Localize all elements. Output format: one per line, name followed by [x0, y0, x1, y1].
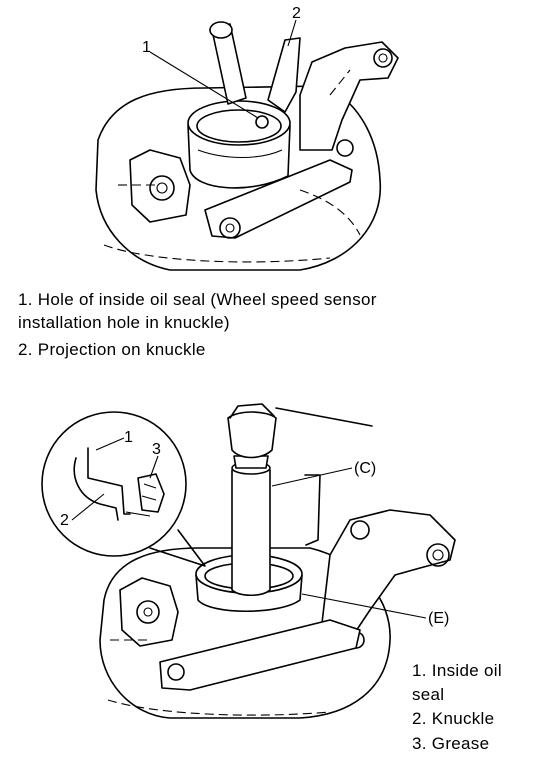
left-mount-bolt — [149, 175, 175, 201]
steering-arm-bolt-core — [432, 549, 444, 561]
callout-detail-3: 3 — [152, 441, 161, 458]
sensor-hole — [255, 115, 269, 129]
fig1-legend-line-3: 2. Projection on knuckle — [18, 340, 206, 359]
lower-right-bolt — [336, 139, 354, 157]
bar-shaft — [275, 407, 373, 427]
callout-1: 1 — [142, 39, 151, 56]
knuckle-hidden-line — [107, 699, 331, 716]
steering-arm — [299, 41, 399, 151]
lower-hidden-line — [299, 189, 361, 236]
hub-outline — [95, 85, 382, 271]
right-upper-projection — [304, 474, 321, 546]
arm-hidden-line — [329, 69, 351, 96]
lower-link-bolt — [219, 217, 241, 239]
detail-knuckle-section — [73, 457, 119, 521]
leader-2 — [287, 19, 297, 47]
knuckle-left-bolt — [136, 600, 160, 624]
fig2-legend-line-1: 1. Inside oil — [412, 661, 502, 680]
knuckle-left-mount — [119, 577, 179, 647]
leader-1 — [149, 51, 259, 119]
callout-detail-1: 1 — [124, 429, 133, 446]
knuckle-body — [99, 547, 391, 719]
detail-grease — [137, 473, 165, 513]
left-mount-bolt-core — [156, 182, 168, 194]
leader-d3 — [149, 455, 159, 479]
detail-grease-hatch — [141, 483, 157, 501]
knuckle-lower-link-bolt — [167, 663, 185, 681]
detail-pointer — [149, 529, 206, 567]
leader-c — [271, 467, 353, 487]
installer-tool-c — [231, 469, 271, 597]
bar-handle — [227, 411, 277, 459]
lower-link — [204, 159, 353, 239]
arm-upper-bolt — [350, 520, 370, 540]
leader-d2 — [71, 493, 105, 521]
steering-arm-bolt — [426, 543, 450, 567]
steering-arm-hole — [373, 48, 393, 68]
detail-seal-section — [87, 447, 131, 515]
upper-arm-end — [209, 21, 233, 39]
fig2-legend-line-2: seal — [412, 685, 445, 704]
knuckle-projection — [267, 37, 301, 113]
steering-arm-hole-core — [378, 53, 388, 63]
callout-c: (C) — [354, 460, 376, 477]
callout-e: (E) — [428, 610, 449, 627]
callout-2: 2 — [292, 5, 301, 22]
left-mount — [129, 149, 191, 223]
fig1-legend-line-1: 1. Hole of inside oil seal (Wheel speed … — [18, 290, 377, 309]
seal-bore-inner — [196, 109, 282, 143]
fig2-legend-line-4: 3. Grease — [412, 734, 490, 753]
knuckle-lower-link — [159, 619, 361, 691]
detail-base-line — [125, 511, 151, 517]
knuckle-left-bolt-core — [143, 607, 153, 617]
leader-e — [301, 593, 427, 619]
hub-hidden-line — [103, 244, 331, 263]
seal-bore-ring — [197, 149, 283, 159]
fig1-legend-line-2: installation hole in knuckle) — [18, 313, 230, 332]
callout-detail-2: 2 — [60, 512, 69, 529]
leader-d1 — [95, 437, 125, 451]
lower-link-bolt-core — [225, 223, 235, 233]
bar-handle-upper — [229, 403, 275, 419]
fig2-legend-line-3: 2. Knuckle — [412, 709, 495, 728]
